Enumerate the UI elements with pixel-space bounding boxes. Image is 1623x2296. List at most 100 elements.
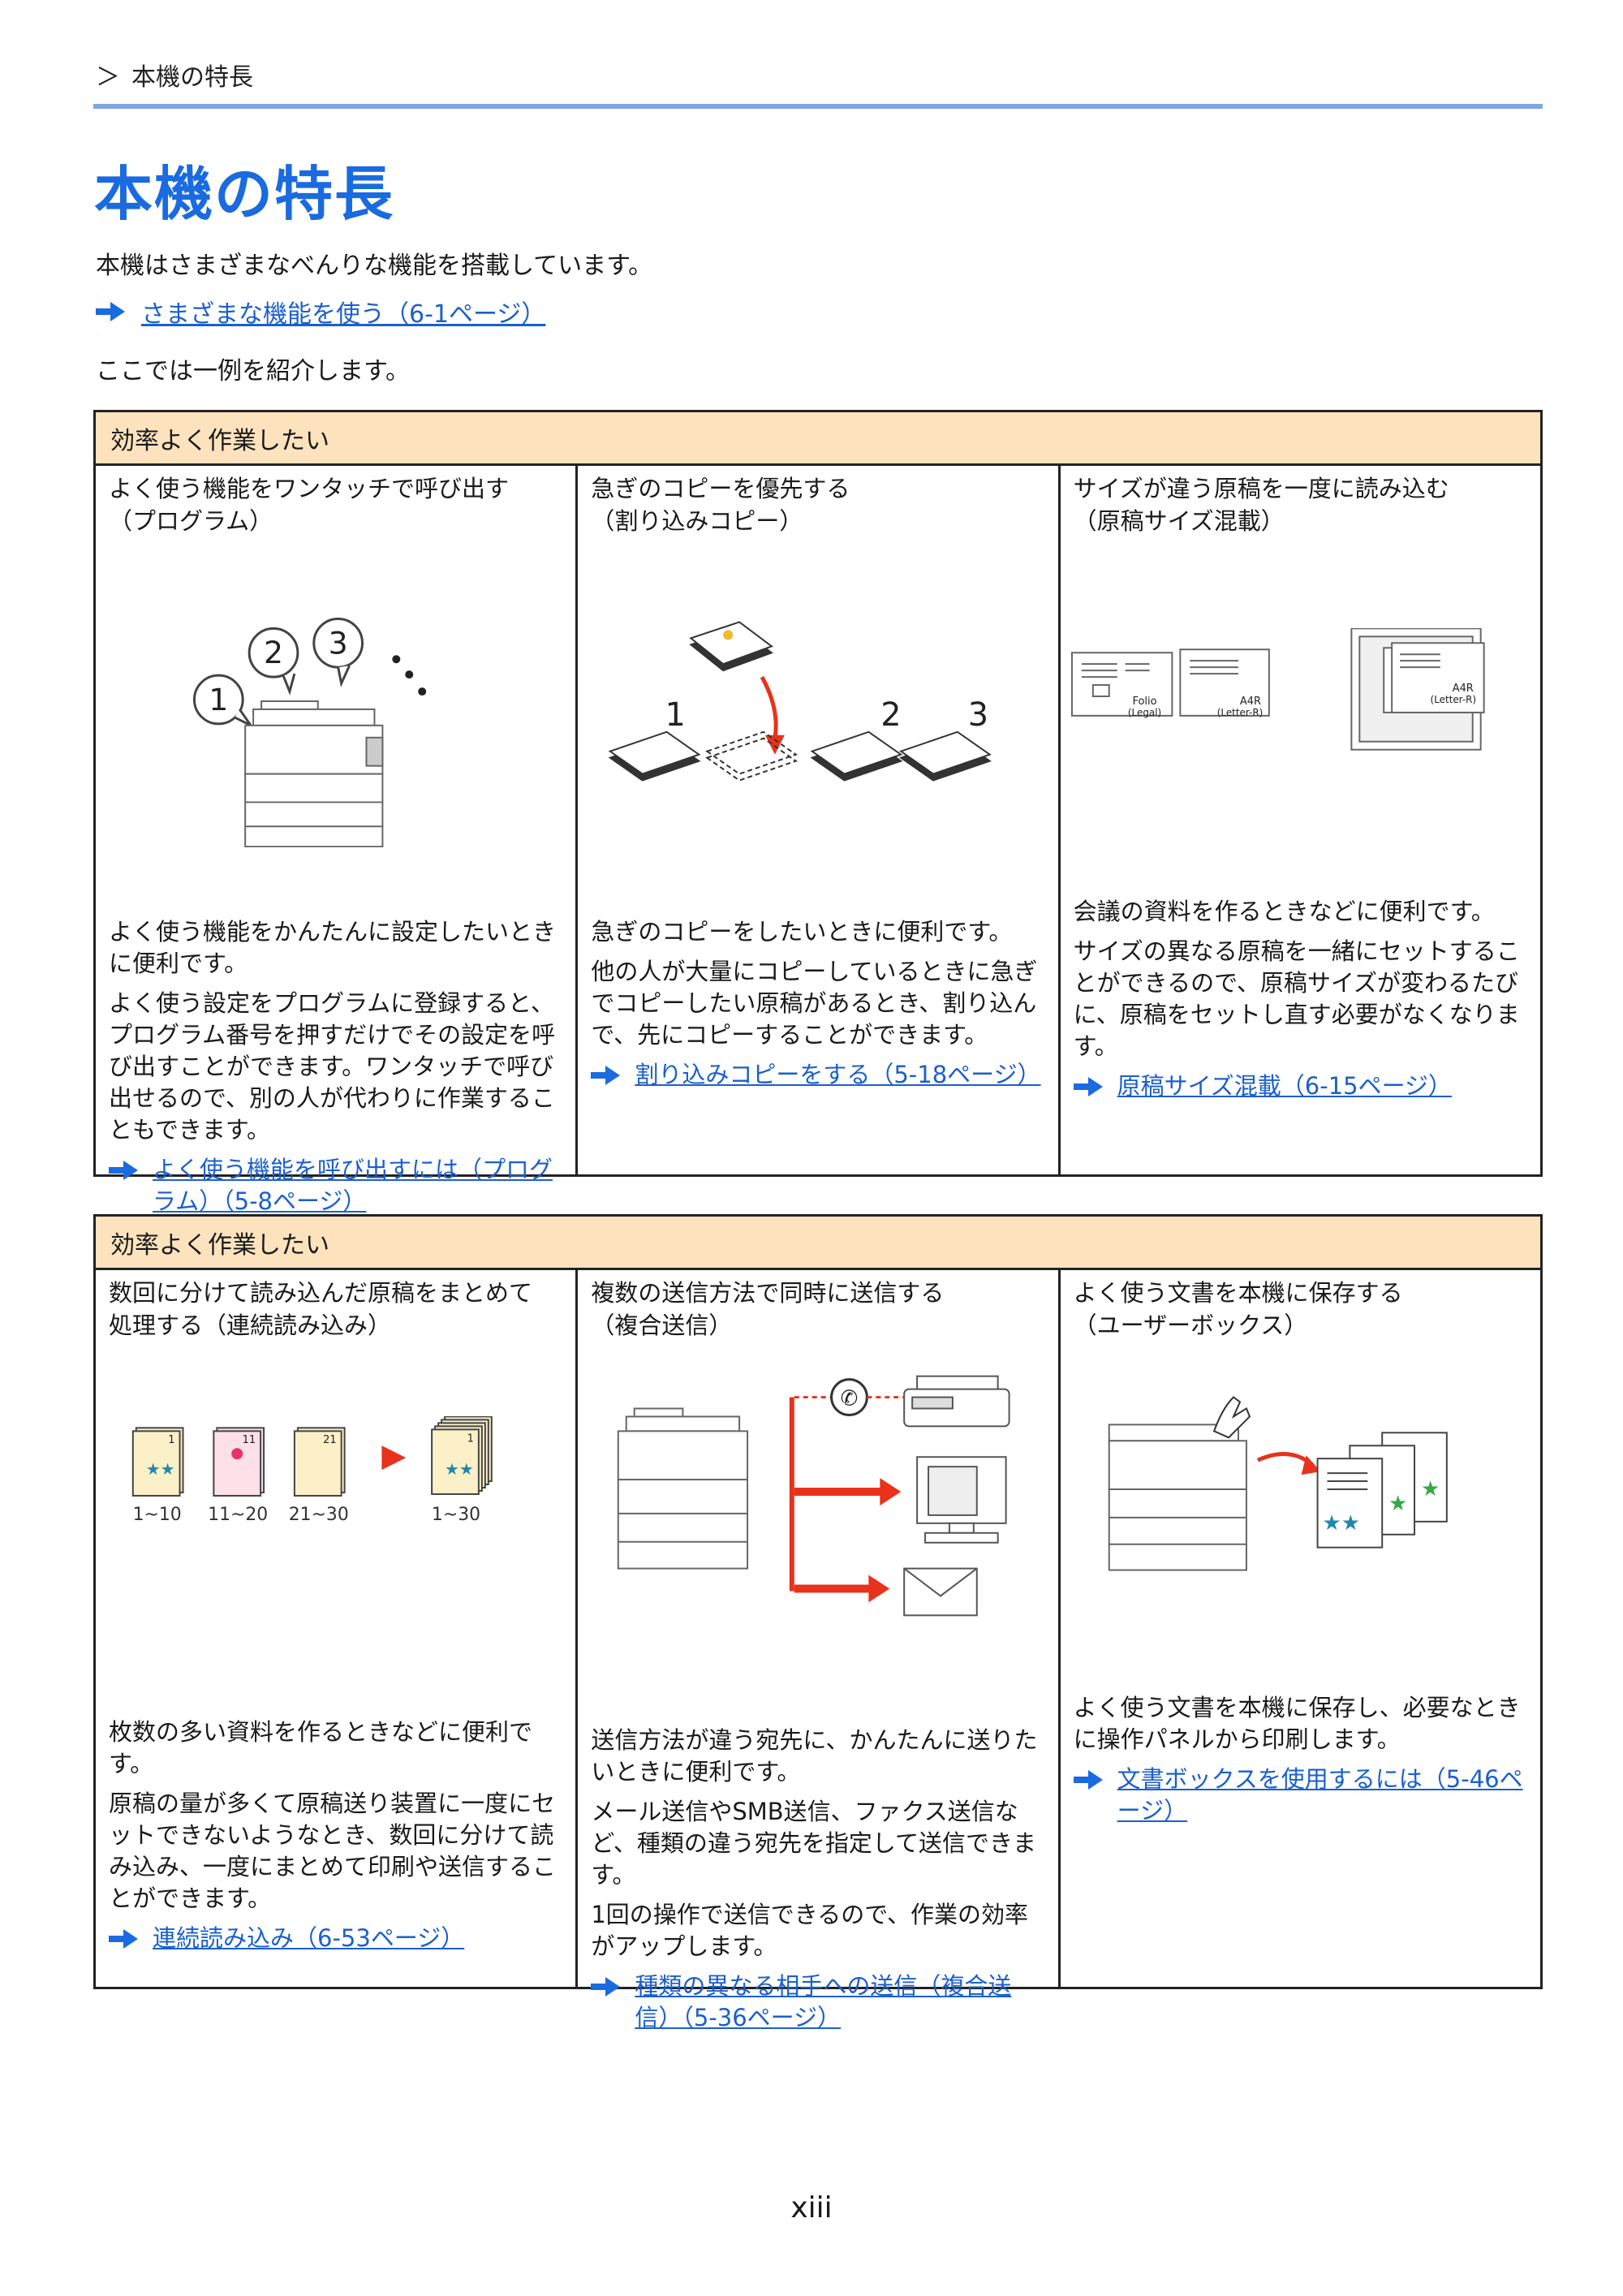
feature-desc-2: メール送信やSMB送信、ファクス送信など、種類の違う宛先を指定して送信できます。 [591, 1798, 1037, 1889]
feature-desc-2: 他の人が大量にコピーしているときに急ぎでコピーしたい原稿があるとき、割り込んで、… [591, 958, 1038, 1049]
feature-mixed-size: サイズが違う原稿を一度に読み込む （原稿サイズ混載） Folio (Legal)… [1057, 466, 1540, 1174]
user-box-illustration: ★★ ★ ★ [1108, 1396, 1448, 1571]
size-label-letter-r: (Letter-R) [1216, 707, 1263, 718]
link-arrow-icon [591, 1977, 621, 1997]
feature-panel-2: 効率よく作業したい 数回に分けて読み込んだ原稿をまとめて 処理する（連続読み込み… [93, 1214, 1543, 2031]
fax-icon [903, 1375, 1010, 1428]
feature-title: 複数の送信方法で同時に送信する （複合送信） [591, 1279, 945, 1339]
feature-xref: 連続読み込み（6-53ページ） [109, 1923, 562, 1954]
feature-title: よく使う文書を本機に保存する （ユーザーボックス） [1073, 1279, 1403, 1339]
mixed-size-illustration: Folio (Legal) A4R (Letter-R) A4R (Letter… [1070, 628, 1485, 751]
stack-urgent-icon [689, 621, 774, 672]
feature-desc-1: よく使う機能をかんたんに設定したいときに便利です。 [109, 918, 557, 977]
breadcrumb: ＞ 本機の特長 [96, 57, 253, 93]
range-label-1: 1~10 [133, 1505, 182, 1525]
dot-icon [231, 1448, 243, 1460]
send-line [790, 1397, 795, 1592]
star-icon: ★★ [445, 1460, 474, 1479]
bubble-3 [312, 617, 364, 687]
intro-text-2: ここでは一例を紹介します。 [96, 357, 410, 386]
stack-3-icon [899, 730, 992, 782]
feature-desc-1: よく使う文書を本機に保存し、必要なときに操作パネルから印刷します。 [1073, 1694, 1521, 1753]
link-arrow-icon [1073, 1770, 1103, 1790]
intro-xref: さまざまな機能を使う（6-1ページ） [96, 294, 545, 330]
feature-link[interactable]: 種類の異なる相手への送信（複合送信）（5-36ページ） [635, 1972, 1012, 2031]
feature-link[interactable]: よく使う機能を呼び出すには（プログラム）（5-8ページ） [153, 1156, 553, 1215]
star-icon: ★★ [146, 1460, 175, 1479]
feature-link[interactable]: 連続読み込み（6-53ページ） [153, 1924, 465, 1952]
insert-arrow-icon [765, 734, 786, 755]
feature-xref: 割り込みコピーをする（5-18ページ） [591, 1059, 1044, 1091]
multi-send-illustration: ✆ [618, 1375, 1010, 1617]
empty-slot-icon [705, 730, 799, 782]
hand-icon [1212, 1396, 1251, 1439]
doc-set-3-icon [293, 1427, 346, 1497]
range-label-3: 21~30 [289, 1505, 349, 1525]
sheet-number-1: 1 [168, 1434, 174, 1446]
stack-2-icon [810, 730, 903, 782]
bubble-2 [248, 627, 299, 696]
feature-desc-2: よく使う設定をプログラムに登録すると、プログラム番号を押すだけでその設定を呼び出… [109, 989, 556, 1144]
feature-title: サイズが違う原稿を一度に読み込む （原稿サイズ混載） [1073, 475, 1449, 535]
stack-label-3: 3 [968, 696, 988, 734]
phone-icon [830, 1378, 869, 1416]
feature-desc-2: 原稿の量が多くて原稿送り装置に一度にセットできないようなとき、数回に分けて読み込… [109, 1790, 557, 1912]
scanner-icon [1350, 628, 1485, 751]
combined-doc-icon [431, 1416, 493, 1495]
feature-desc-1: 送信方法が違う宛先に、かんたんに送りたいときに便利です。 [591, 1726, 1038, 1786]
arrow-right-icon [880, 1478, 902, 1506]
panel-header: 効率よく作業したい [96, 412, 1540, 466]
arrow-right-icon [381, 1445, 407, 1471]
feature-multi-send: 複数の送信方法で同時に送信する （複合送信） ✆ [575, 1270, 1057, 2031]
doc-set-2-icon [213, 1427, 265, 1497]
mfp-icon [1108, 1424, 1247, 1571]
range-label-2: 11~20 [208, 1505, 268, 1525]
feature-user-box: よく使う文書を本機に保存する （ユーザーボックス） ★ ★ [1057, 1270, 1540, 1987]
feature-title: 急ぎのコピーを優先する （割り込みコピー） [591, 475, 850, 535]
feature-desc-3: 1回の操作で送信できるので、作業の効率がアップします。 [591, 1901, 1029, 1960]
link-arrow-icon [591, 1066, 621, 1085]
stack-1-icon [608, 730, 701, 782]
interrupt-illustration: 1 2 3 [608, 621, 992, 782]
feature-xref: よく使う機能を呼び出すには（プログラム）（5-8ページ） [109, 1154, 562, 1217]
feature-desc-2: サイズの異なる原稿を一緒にセットすることができるので、原稿サイズが変わるたびに、… [1073, 937, 1520, 1060]
feature-link[interactable]: 割り込みコピーをする（5-18ページ） [635, 1061, 1041, 1088]
bubble-3-label: 3 [329, 625, 348, 661]
feature-panel-1: 効率よく作業したい よく使う機能をワンタッチで呼び出す （プログラム） 1 2 … [93, 410, 1543, 1215]
feature-title: よく使う機能をワンタッチで呼び出す （プログラム） [109, 475, 510, 535]
bubble-1-label: 1 [209, 682, 228, 717]
feature-desc-1: 急ぎのコピーをしたいときに便利です。 [591, 918, 1013, 946]
size-label-letter-r-2: (Letter-R) [1430, 694, 1476, 705]
stack-label-2: 2 [881, 696, 902, 734]
arrow-icon [1301, 1455, 1321, 1475]
program-illustration: 1 2 3 [192, 617, 427, 847]
stack-label-1: 1 [665, 696, 686, 734]
sheet-number-21: 21 [323, 1434, 336, 1446]
page-title: 本機の特長 [94, 160, 395, 228]
mfp-icon [244, 700, 384, 847]
feature-program: よく使う機能をワンタッチで呼び出す （プログラム） 1 2 3 [96, 466, 575, 1215]
breadcrumb-label[interactable]: 本機の特長 [131, 63, 253, 92]
feature-link[interactable]: 文書ボックスを使用するには（5-46ページ） [1117, 1765, 1523, 1824]
folio-doc-icon [1070, 652, 1173, 717]
intro-link[interactable]: さまざまな機能を使う（6-1ページ） [141, 300, 546, 329]
header-rule [93, 104, 1543, 109]
breadcrumb-chevron: ＞ [96, 63, 120, 92]
feature-link[interactable]: 原稿サイズ混載（6-15ページ） [1117, 1072, 1453, 1100]
feature-continuous-scan: 数回に分けて読み込んだ原稿をまとめて 処理する（連続読み込み） 1 ★★ 11 … [96, 1270, 575, 1987]
page-number: xiii [790, 2191, 833, 2225]
star-icon: ★ [1388, 1492, 1407, 1516]
size-label-folio: Folio [1132, 696, 1156, 708]
size-label-a4r-2: A4R [1452, 683, 1473, 695]
feature-title: 数回に分けて読み込んだ原稿をまとめて 処理する（連続読み込み） [109, 1279, 533, 1339]
svg-text:✆: ✆ [841, 1387, 859, 1411]
star-icon: ★ [1421, 1477, 1440, 1501]
feature-interrupt-copy: 急ぎのコピーを優先する （割り込みコピー） 1 2 3 [575, 466, 1057, 1174]
link-arrow-icon [109, 1929, 138, 1949]
feature-desc-1: 枚数の多い資料を作るときなどに便利です。 [109, 1718, 533, 1777]
link-arrow-icon [1073, 1077, 1103, 1096]
feature-xref: 原稿サイズ混載（6-15ページ） [1073, 1070, 1527, 1102]
feature-desc-1: 会議の資料を作るときなどに便利です。 [1073, 898, 1495, 925]
size-label-a4r: A4R [1240, 696, 1261, 708]
panel-header: 効率よく作業したい [96, 1217, 1540, 1270]
